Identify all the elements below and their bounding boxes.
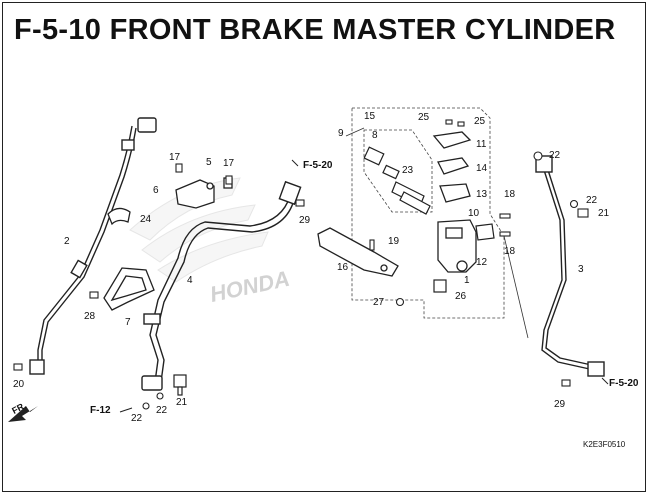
part-label-8: 8 bbox=[372, 130, 378, 141]
page-title: F-5-10 FRONT BRAKE MASTER CYLINDER bbox=[14, 14, 616, 46]
part-label-16: 16 bbox=[337, 262, 349, 273]
part-label-22d: 22 bbox=[156, 405, 168, 416]
part-label-25b: 25 bbox=[474, 116, 486, 127]
bolt-29-top bbox=[295, 199, 305, 207]
reference-arrows bbox=[119, 159, 609, 413]
part-label-22b: 22 bbox=[586, 195, 598, 206]
master-cylinder-holder bbox=[475, 223, 495, 241]
part-label-21a: 21 bbox=[176, 397, 188, 408]
part-label-7: 7 bbox=[125, 317, 131, 328]
front-arrow-icon bbox=[8, 406, 38, 422]
part-label-24: 24 bbox=[140, 214, 152, 225]
brake-hose-right bbox=[535, 155, 605, 377]
screw-17-left bbox=[175, 163, 183, 173]
part-label-18a: 18 bbox=[504, 189, 516, 200]
brake-light-switch bbox=[433, 279, 447, 293]
part-label-4: 4 bbox=[187, 275, 193, 286]
part-label-21b: 21 bbox=[598, 208, 610, 219]
sealing-washer-22-right bbox=[569, 199, 579, 209]
reservoir-parts bbox=[432, 131, 472, 203]
part-label-2: 2 bbox=[64, 236, 70, 247]
part-label-10: 10 bbox=[468, 208, 480, 219]
brake-hose-middle bbox=[141, 180, 302, 391]
piston-set bbox=[363, 146, 431, 215]
ref-f5-20-top[interactable]: F-5-20 bbox=[303, 160, 333, 171]
sealing-washer-22-bottom-mid bbox=[156, 392, 164, 400]
part-label-6: 6 bbox=[153, 185, 159, 196]
part-label-29a: 29 bbox=[299, 215, 311, 226]
screw-18-upper bbox=[499, 213, 511, 219]
small-fasteners bbox=[13, 119, 589, 410]
part-label-9: 9 bbox=[338, 128, 344, 139]
oil-bolt-21-left bbox=[173, 374, 187, 396]
part-label-18b: 18 bbox=[504, 246, 516, 257]
ref-f12[interactable]: F-12 bbox=[90, 405, 111, 416]
honda-watermark-text: HONDA bbox=[208, 266, 292, 307]
part-label-22a: 22 bbox=[549, 150, 561, 161]
part-label-22c: 22 bbox=[131, 413, 143, 424]
part-label-14: 14 bbox=[476, 163, 488, 174]
part-label-13: 13 bbox=[476, 189, 488, 200]
sealing-washer-22-top bbox=[533, 151, 543, 161]
screw-18-lower bbox=[499, 231, 511, 237]
part-label-26: 26 bbox=[455, 291, 467, 302]
bolt-20 bbox=[13, 363, 23, 371]
master-cylinder-outline bbox=[351, 107, 505, 319]
bolt-28 bbox=[89, 291, 99, 299]
brake-lever bbox=[317, 227, 399, 277]
part-label-3: 3 bbox=[578, 264, 584, 275]
part-label-11: 11 bbox=[476, 139, 487, 150]
oil-bolt-21-right bbox=[577, 208, 589, 218]
part-label-1: 1 bbox=[464, 275, 470, 286]
part-label-28: 28 bbox=[84, 311, 96, 322]
sealing-washer-22-bottom-left bbox=[142, 402, 150, 410]
brake-hose-left bbox=[29, 117, 157, 375]
part-label-20: 20 bbox=[13, 379, 25, 390]
part-label-5: 5 bbox=[206, 157, 212, 168]
part-label-25a: 25 bbox=[418, 112, 430, 123]
screw-25-right bbox=[457, 121, 465, 127]
bolt-29-bottom bbox=[561, 379, 571, 387]
hose-clamp-24 bbox=[107, 207, 131, 226]
part-label-15: 15 bbox=[364, 111, 376, 122]
screw-17-right bbox=[225, 175, 233, 185]
brake-hose-joint bbox=[175, 177, 233, 209]
screw-25-left bbox=[445, 119, 453, 125]
part-label-12: 12 bbox=[476, 257, 488, 268]
hose-guide-7 bbox=[103, 267, 155, 311]
part-label-19: 19 bbox=[388, 236, 400, 247]
part-label-27: 27 bbox=[373, 297, 385, 308]
part-label-17b: 17 bbox=[223, 158, 235, 169]
part-label-23: 23 bbox=[402, 165, 414, 176]
nut-27 bbox=[395, 297, 405, 307]
master-cylinder-body bbox=[437, 219, 477, 273]
bolt-19 bbox=[369, 239, 375, 251]
ref-f5-20-right[interactable]: F-5-20 bbox=[609, 378, 639, 389]
part-label-29b: 29 bbox=[554, 399, 566, 410]
diagram-code: K2E3F0510 bbox=[583, 440, 626, 449]
part-label-17a: 17 bbox=[169, 152, 181, 163]
